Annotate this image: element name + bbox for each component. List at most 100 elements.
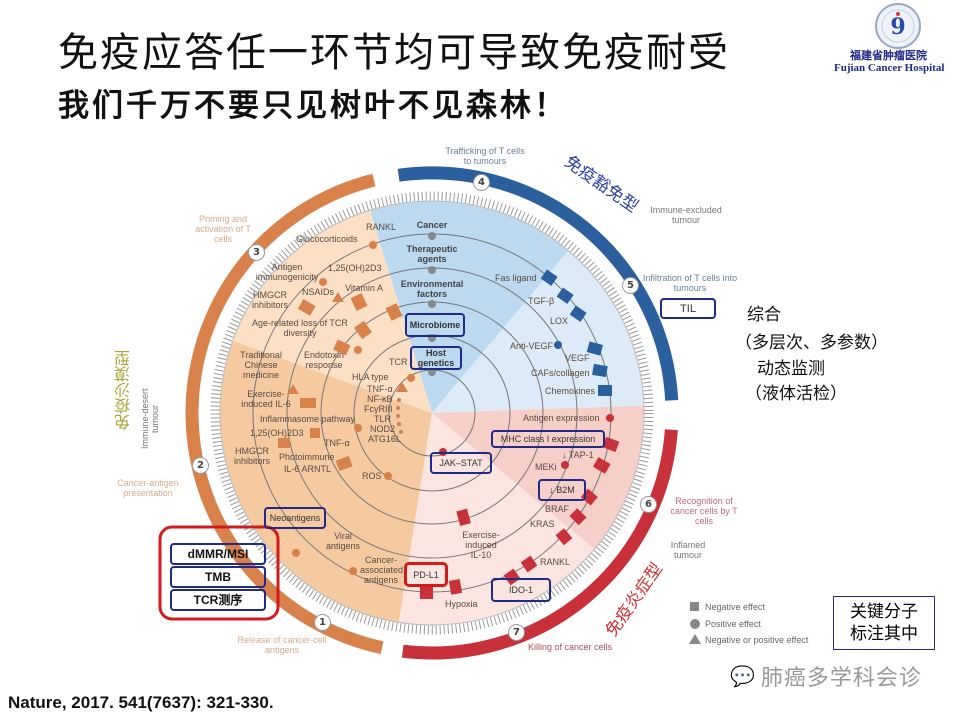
note-dynamic-monitoring: 动态监测 [757,359,825,379]
outer-bands [185,166,679,660]
factor-tap1: ↓ TAP-1 [562,450,594,460]
legend-triangle-icon [689,634,701,644]
factor-anti-vegf: Anti-VEGF [510,341,554,351]
factor-chemokines: Chemokines [545,386,596,396]
step-3-badge: 3 [248,244,265,261]
sector-inflamed-dark [432,405,645,550]
wechat-watermark: 💬 肺癌多学科会诊 [730,660,922,692]
factor-nsaids: NSAIDs [302,287,335,297]
ring-label-host-genetics: Host genetics [410,346,462,370]
note-comprehensive: 综合 [747,305,781,325]
factor-hmgcr-1: HMGCR inhibitors [251,290,289,310]
factor-photoimmune: Photoimmune [279,452,335,462]
step-2-label: Cancer-antigen presentation [117,478,179,498]
factor-hmgcr-2: HMGCR inhibitors [233,446,271,466]
note-liquid-biopsy: （液体活检） [745,384,847,404]
watermark-text: 肺癌多学科会诊 [760,666,922,691]
desert-phenotype-en: Immune-desert tumour [140,388,160,450]
factor-tcm: Traditional Chinese medicine [240,350,282,380]
factor-braf: BRAF [545,504,570,514]
citation: Nature, 2017. 541(7637): 321-330. [8,693,274,712]
sector-desert-dark [220,340,432,623]
factor-nf-kb: NF-κB [367,394,393,404]
factor-inflammasome: Inflammasome pathway [260,414,356,424]
tick-ring [210,191,654,635]
legend-either: Negative or positive effect [705,635,809,645]
factor-cancer-associated-antigens: Cancer-associated antigens [360,555,404,585]
ring-label-cancer: Cancer [416,220,448,230]
legend-circle-icon [690,619,700,629]
factor-tcr-diversity: Age-related loss of TCR diversity [252,318,348,338]
ring-label-microbiome: Microbiome [405,313,465,337]
step-6-label: Recognition of cancer cells by T cells [670,496,738,526]
note-multi-level: （多层次、多参数） [735,333,888,353]
sector-desert-light [232,210,432,413]
factor-pd-l1: PD-L1 [404,562,448,587]
factor-rankl-desert: RANKL [366,222,397,232]
desert-phenotype-cn: 免疫沙漠型 [114,350,133,430]
factor-vitd-2: 1,25(OH)2D3 [250,428,304,438]
factor-vitamin-a: Vitamin A [345,283,383,293]
wechat-icon: 💬 [730,664,755,688]
biomarker-dmmr-msi: dMMR/MSI [170,543,266,565]
factor-lox: LOX [550,316,569,326]
factor-tnf-a-1: TNF-α [367,384,393,394]
markers-inflamed [420,414,620,599]
slide-title: 免疫应答任一环节均可导致免疫耐受 [58,30,730,76]
step-7-badge: 7 [508,624,525,641]
factor-antigen-expression: Antigen expression [523,413,600,423]
excluded-phenotype-en: Immune-excluded tumour [650,205,722,225]
legend-negative: Negative effect [705,602,765,612]
factor-atg16l: ATG16L [368,434,401,444]
factor-il6-arntl: IL-6 ARNTL [284,464,332,474]
factor-mhc-class-i: MHC class I expression [491,430,605,448]
factor-fas-ligand: Fas ligand [495,273,537,283]
legend-square-icon [690,602,699,611]
biomarker-tcr-seq: TCR测序 [170,589,266,611]
step-5-label: Infiltration of T cells into tumours [642,273,738,293]
factor-nod2: NOD2 [370,424,396,434]
ring-label-environmental: Environmental factors [400,279,464,299]
markers-desert [278,241,415,575]
factor-hypoxia: Hypoxia [445,599,478,609]
step-3-label: Priming and activation of T cells [195,214,251,244]
factor-glucocorticoids: Glucocorticoids [296,234,358,244]
svg-text:9: 9 [890,14,905,40]
factor-antigen-immunogenicity: Antigen immunogenicity [255,262,319,282]
factor-endotoxin: Endotoxin response [303,350,345,370]
factor-meki: MEKi [535,462,557,472]
negative-effect-markers-excluded [540,269,612,396]
factor-hla-type: HLA type [352,372,389,382]
factor-neoantigens: Neoantigens [264,507,326,529]
band-desert [185,173,384,655]
sector-excluded-light [432,250,644,413]
sector-excluded-dark [370,201,569,413]
factor-rankl-inflamed: RANKL [540,557,571,567]
inflamed-phenotype-en: Inflamed tumour [670,540,706,560]
slide-subtitle: 我们千万不要只见树叶不见森林！ [58,88,568,124]
step-5-badge: 5 [622,277,639,294]
step-1-label: Release of cancer-cell antigens [237,635,327,655]
factor-vegf: VEGF [565,353,590,363]
step-6-badge: 6 [640,496,657,513]
til-box: TIL [660,298,716,319]
factor-viral-antigens: Viral antigens [325,531,361,551]
step-4-badge: 4 [473,174,490,191]
biomarker-tmb: TMB [170,566,266,588]
factor-kras: KRAS [530,519,555,529]
factor-ido1: IDO-1 [491,578,551,602]
factor-jak-stat: JAK–STAT [430,452,492,474]
factor-vitd-1: 1,25(OH)2D3 [328,263,382,273]
biomarker-highlight-frame [158,525,280,621]
factor-exercise-il10: Exercise-induced IL-10 [462,530,500,560]
legend-positive: Positive effect [705,619,761,629]
factor-tcr: TCR [389,357,408,367]
hospital-logo: 9 福建省肿瘤医院 Fujian Cancer Hospital [834,2,958,80]
factor-tlr: TLR [374,414,392,424]
key-molecules-note: 关键分子 标注其中 [833,596,935,650]
band-inflamed [401,429,678,660]
hospital-emblem-icon: 9 [875,3,921,49]
factor-exercise-il6: Exercise-induced IL-6 [241,389,291,409]
rose-dots [396,398,403,434]
key-note-line-2: 标注其中 [850,624,918,644]
